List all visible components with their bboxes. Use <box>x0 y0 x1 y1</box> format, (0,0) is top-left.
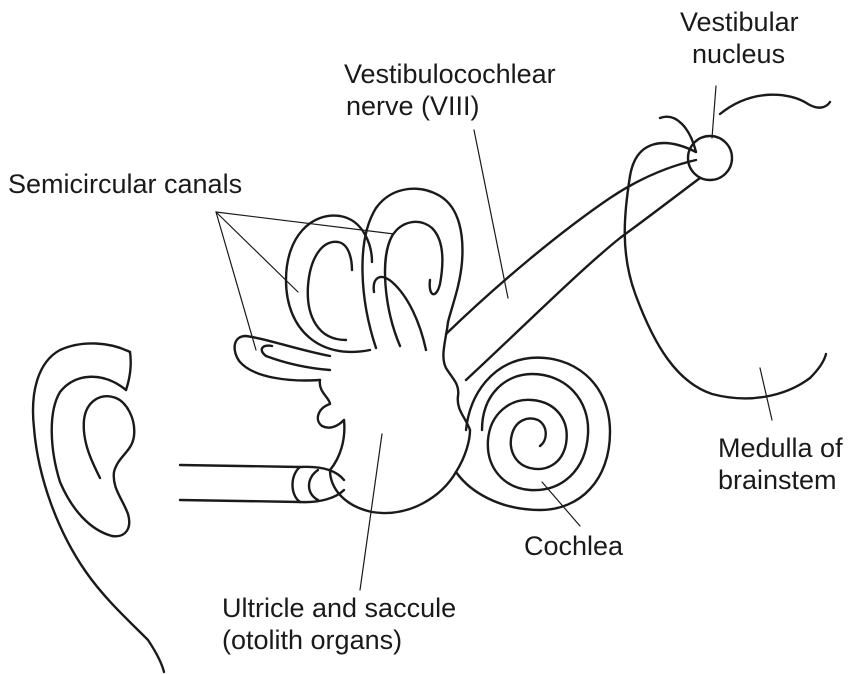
outer-ear-drawing <box>33 343 164 672</box>
label-vestibulocochlear-nerve: Vestibulocochlear nerve (VIII) <box>344 58 556 122</box>
leader-canal-2 <box>216 212 298 292</box>
semicircular-canals-drawing <box>235 189 463 381</box>
ear-canal-drawing <box>180 465 344 502</box>
label-utricle-saccule: Ultricle and saccule (otolith organs) <box>222 592 456 656</box>
leader-cochlea <box>542 482 580 526</box>
label-medulla: Medulla of brainstem <box>718 432 843 496</box>
leader-vestibular-nucleus <box>712 86 716 138</box>
label-semicircular-canals: Semicircular canals <box>8 168 242 200</box>
cochlea-drawing <box>456 358 610 510</box>
label-vestibular-nucleus: Vestibular nucleus <box>680 6 799 70</box>
label-cochlea: Cochlea <box>524 530 623 562</box>
medulla-drawing <box>625 95 830 399</box>
leader-medulla <box>760 368 772 420</box>
leader-canal-3 <box>216 212 256 350</box>
leader-canal-1 <box>216 212 394 234</box>
vestibulocochlear-nerve-drawing <box>446 160 700 380</box>
vestibular-nucleus-circle <box>688 136 732 180</box>
leader-nerve <box>474 130 508 298</box>
